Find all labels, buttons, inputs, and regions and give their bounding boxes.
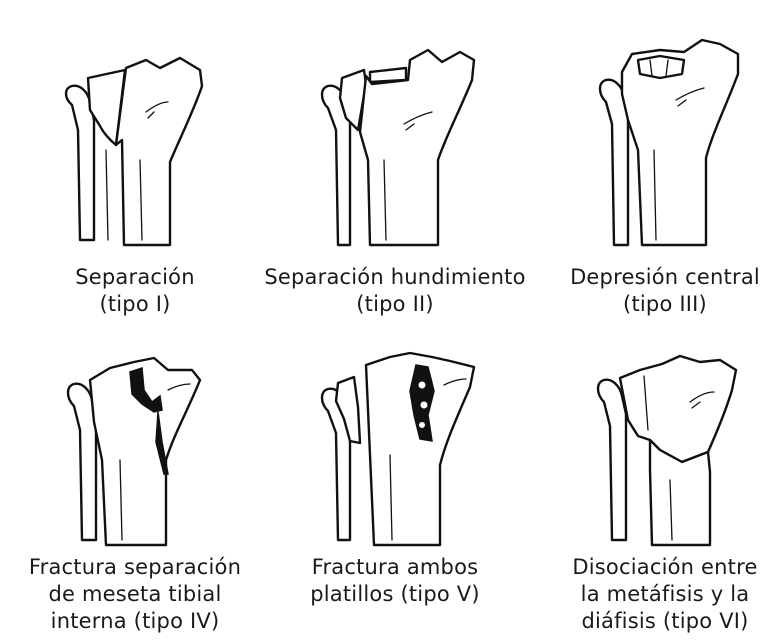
illustration-type-vi: [580, 350, 760, 550]
panel-type-v: [310, 345, 490, 550]
panel-type-iv: [50, 350, 220, 550]
caption-type-ii-line1: Separación hundimiento: [250, 264, 540, 291]
caption-type-i-line1: Separación: [30, 264, 240, 291]
caption-type-iv-line2: de meseta tibial: [20, 581, 250, 608]
illustration-type-i: [50, 50, 220, 255]
caption-type-iii-line1: Depresión central: [560, 264, 770, 291]
illustration-type-iii: [580, 30, 760, 255]
caption-type-v-line2: platillos (tipo V): [280, 581, 510, 608]
panel-type-iii: [580, 30, 760, 255]
panel-type-i: [50, 50, 220, 255]
caption-type-vi-line1: Disociación entre: [555, 554, 775, 581]
caption-type-ii-line2: (tipo II): [250, 291, 540, 318]
caption-type-ii: Separación hundimiento (tipo II): [250, 264, 540, 318]
caption-type-iii-line2: (tipo III): [560, 291, 770, 318]
caption-type-iv: Fractura separación de meseta tibial int…: [20, 554, 250, 635]
panel-type-ii: [310, 40, 490, 255]
caption-type-v: Fractura ambos platillos (tipo V): [280, 554, 510, 608]
caption-type-vi-line3: diáfisis (tipo VI): [555, 608, 775, 635]
caption-type-i-line2: (tipo I): [30, 291, 240, 318]
caption-type-vi: Disociación entre la metáfisis y la diáf…: [555, 554, 775, 635]
illustration-type-v: [310, 345, 490, 550]
panel-type-vi: [580, 350, 760, 550]
caption-type-i: Separación (tipo I): [30, 264, 240, 318]
caption-type-iv-line3: interna (tipo IV): [20, 608, 250, 635]
caption-type-iv-line1: Fractura separación: [20, 554, 250, 581]
illustration-type-iv: [50, 350, 220, 550]
caption-type-vi-line2: la metáfisis y la: [555, 581, 775, 608]
illustration-type-ii: [310, 40, 490, 255]
caption-type-iii: Depresión central (tipo III): [560, 264, 770, 318]
caption-type-v-line1: Fractura ambos: [280, 554, 510, 581]
